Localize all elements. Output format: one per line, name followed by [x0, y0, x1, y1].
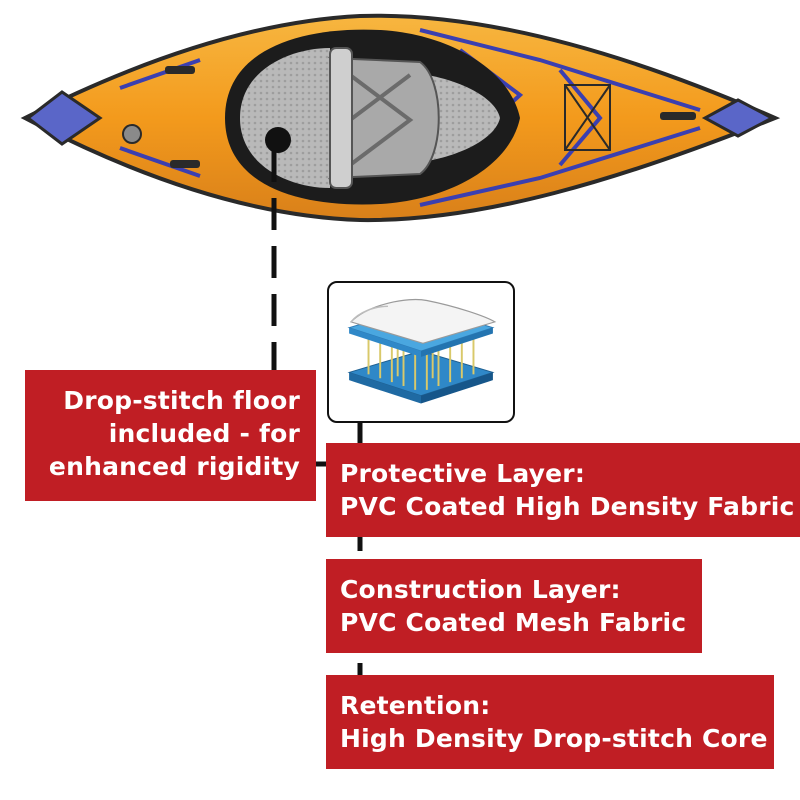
retention-desc: High Density Drop-stitch Core	[340, 724, 768, 753]
protective-layer-title: Protective Layer:	[340, 459, 586, 488]
kayak-stern-tip	[25, 90, 103, 146]
retention-callout: Retention: High Density Drop-stitch Core	[326, 675, 774, 769]
retention-title: Retention:	[340, 691, 491, 720]
construction-layer-title: Construction Layer:	[340, 575, 621, 604]
floor-callout-line-2: included - for	[108, 419, 300, 448]
floor-callout-line-1: Drop-stitch floor	[63, 386, 300, 415]
kayak-bow-tip	[701, 98, 776, 138]
construction-layer-callout: Construction Layer: PVC Coated Mesh Fabr…	[326, 559, 702, 653]
kayak-illustration	[20, 13, 781, 223]
protective-layer-callout: Protective Layer: PVC Coated High Densit…	[326, 443, 800, 537]
valve-icon	[122, 124, 142, 144]
construction-layer-desc: PVC Coated Mesh Fabric	[340, 608, 687, 637]
layer-diagram-thumbnail	[327, 281, 515, 423]
floor-callout: Drop-stitch floor included - for enhance…	[25, 370, 316, 501]
floor-callout-line-3: enhanced rigidity	[48, 452, 300, 481]
drop-stitch-diagram	[347, 298, 497, 404]
kayak-floor	[240, 48, 330, 188]
protective-layer-desc: PVC Coated High Density Fabric	[340, 492, 795, 521]
